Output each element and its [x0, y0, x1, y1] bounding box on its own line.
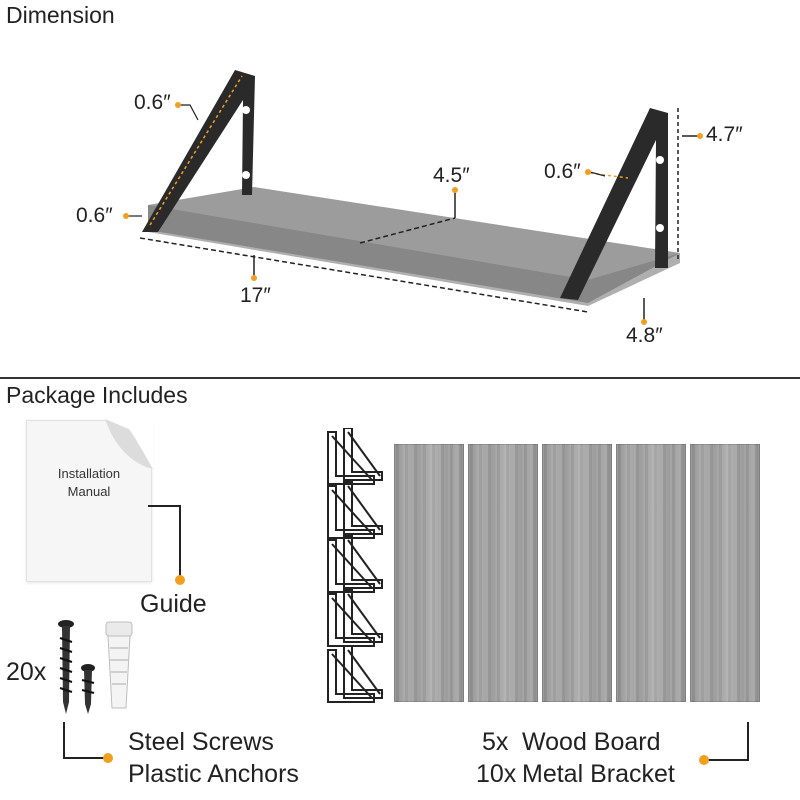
dim-board-depth: 4.8″	[626, 324, 663, 347]
boards-count1: 5x	[482, 728, 509, 756]
manual-line1: Installation	[57, 466, 121, 481]
manual-leader	[148, 505, 185, 585]
installation-manual: Installation Manual	[26, 419, 153, 582]
shelf-diagram	[123, 70, 703, 325]
hardware-count: 20x	[6, 658, 47, 686]
boards-label1: Wood Board	[522, 728, 661, 756]
boards-count2: 10x	[476, 760, 517, 788]
metal-brackets-icon	[327, 428, 383, 703]
shelf-board-edge	[148, 205, 680, 306]
dim-bracket-height: 4.7″	[706, 123, 743, 146]
screws-anchors-icon	[58, 620, 133, 714]
wood-board-5	[690, 444, 760, 702]
boards-leader	[699, 722, 749, 765]
dim-bracket-width-right: 0.6″	[544, 160, 581, 183]
wood-board-4	[616, 444, 686, 702]
manual-caption: Guide	[140, 590, 207, 618]
wood-board-2	[468, 444, 538, 702]
hardware-line1: Steel Screws	[128, 728, 274, 756]
wood-board-1	[394, 444, 464, 702]
section-divider	[0, 377, 800, 379]
package-title: Package Includes	[6, 382, 188, 408]
wood-board-3	[542, 444, 612, 702]
boards-label2: Metal Bracket	[522, 760, 675, 788]
dim-center-depth: 4.5″	[433, 164, 470, 187]
manual-line2: Manual	[67, 484, 111, 499]
dim-board-thickness: 0.6″	[76, 204, 113, 227]
dim-length: 17″	[240, 284, 271, 307]
hardware-line2: Plastic Anchors	[128, 760, 299, 788]
page-curl-icon	[105, 419, 153, 469]
left-bracket-seam	[149, 75, 243, 226]
right-bracket	[560, 108, 668, 300]
center-depth-line	[359, 217, 456, 244]
manual-text: Installation Manual	[27, 465, 151, 501]
length-line	[139, 237, 589, 313]
hardware-leader	[63, 722, 113, 763]
left-bracket	[142, 70, 255, 232]
dimension-title: Dimension	[6, 2, 115, 28]
dim-bracket-width-left: 0.6″	[134, 91, 171, 114]
